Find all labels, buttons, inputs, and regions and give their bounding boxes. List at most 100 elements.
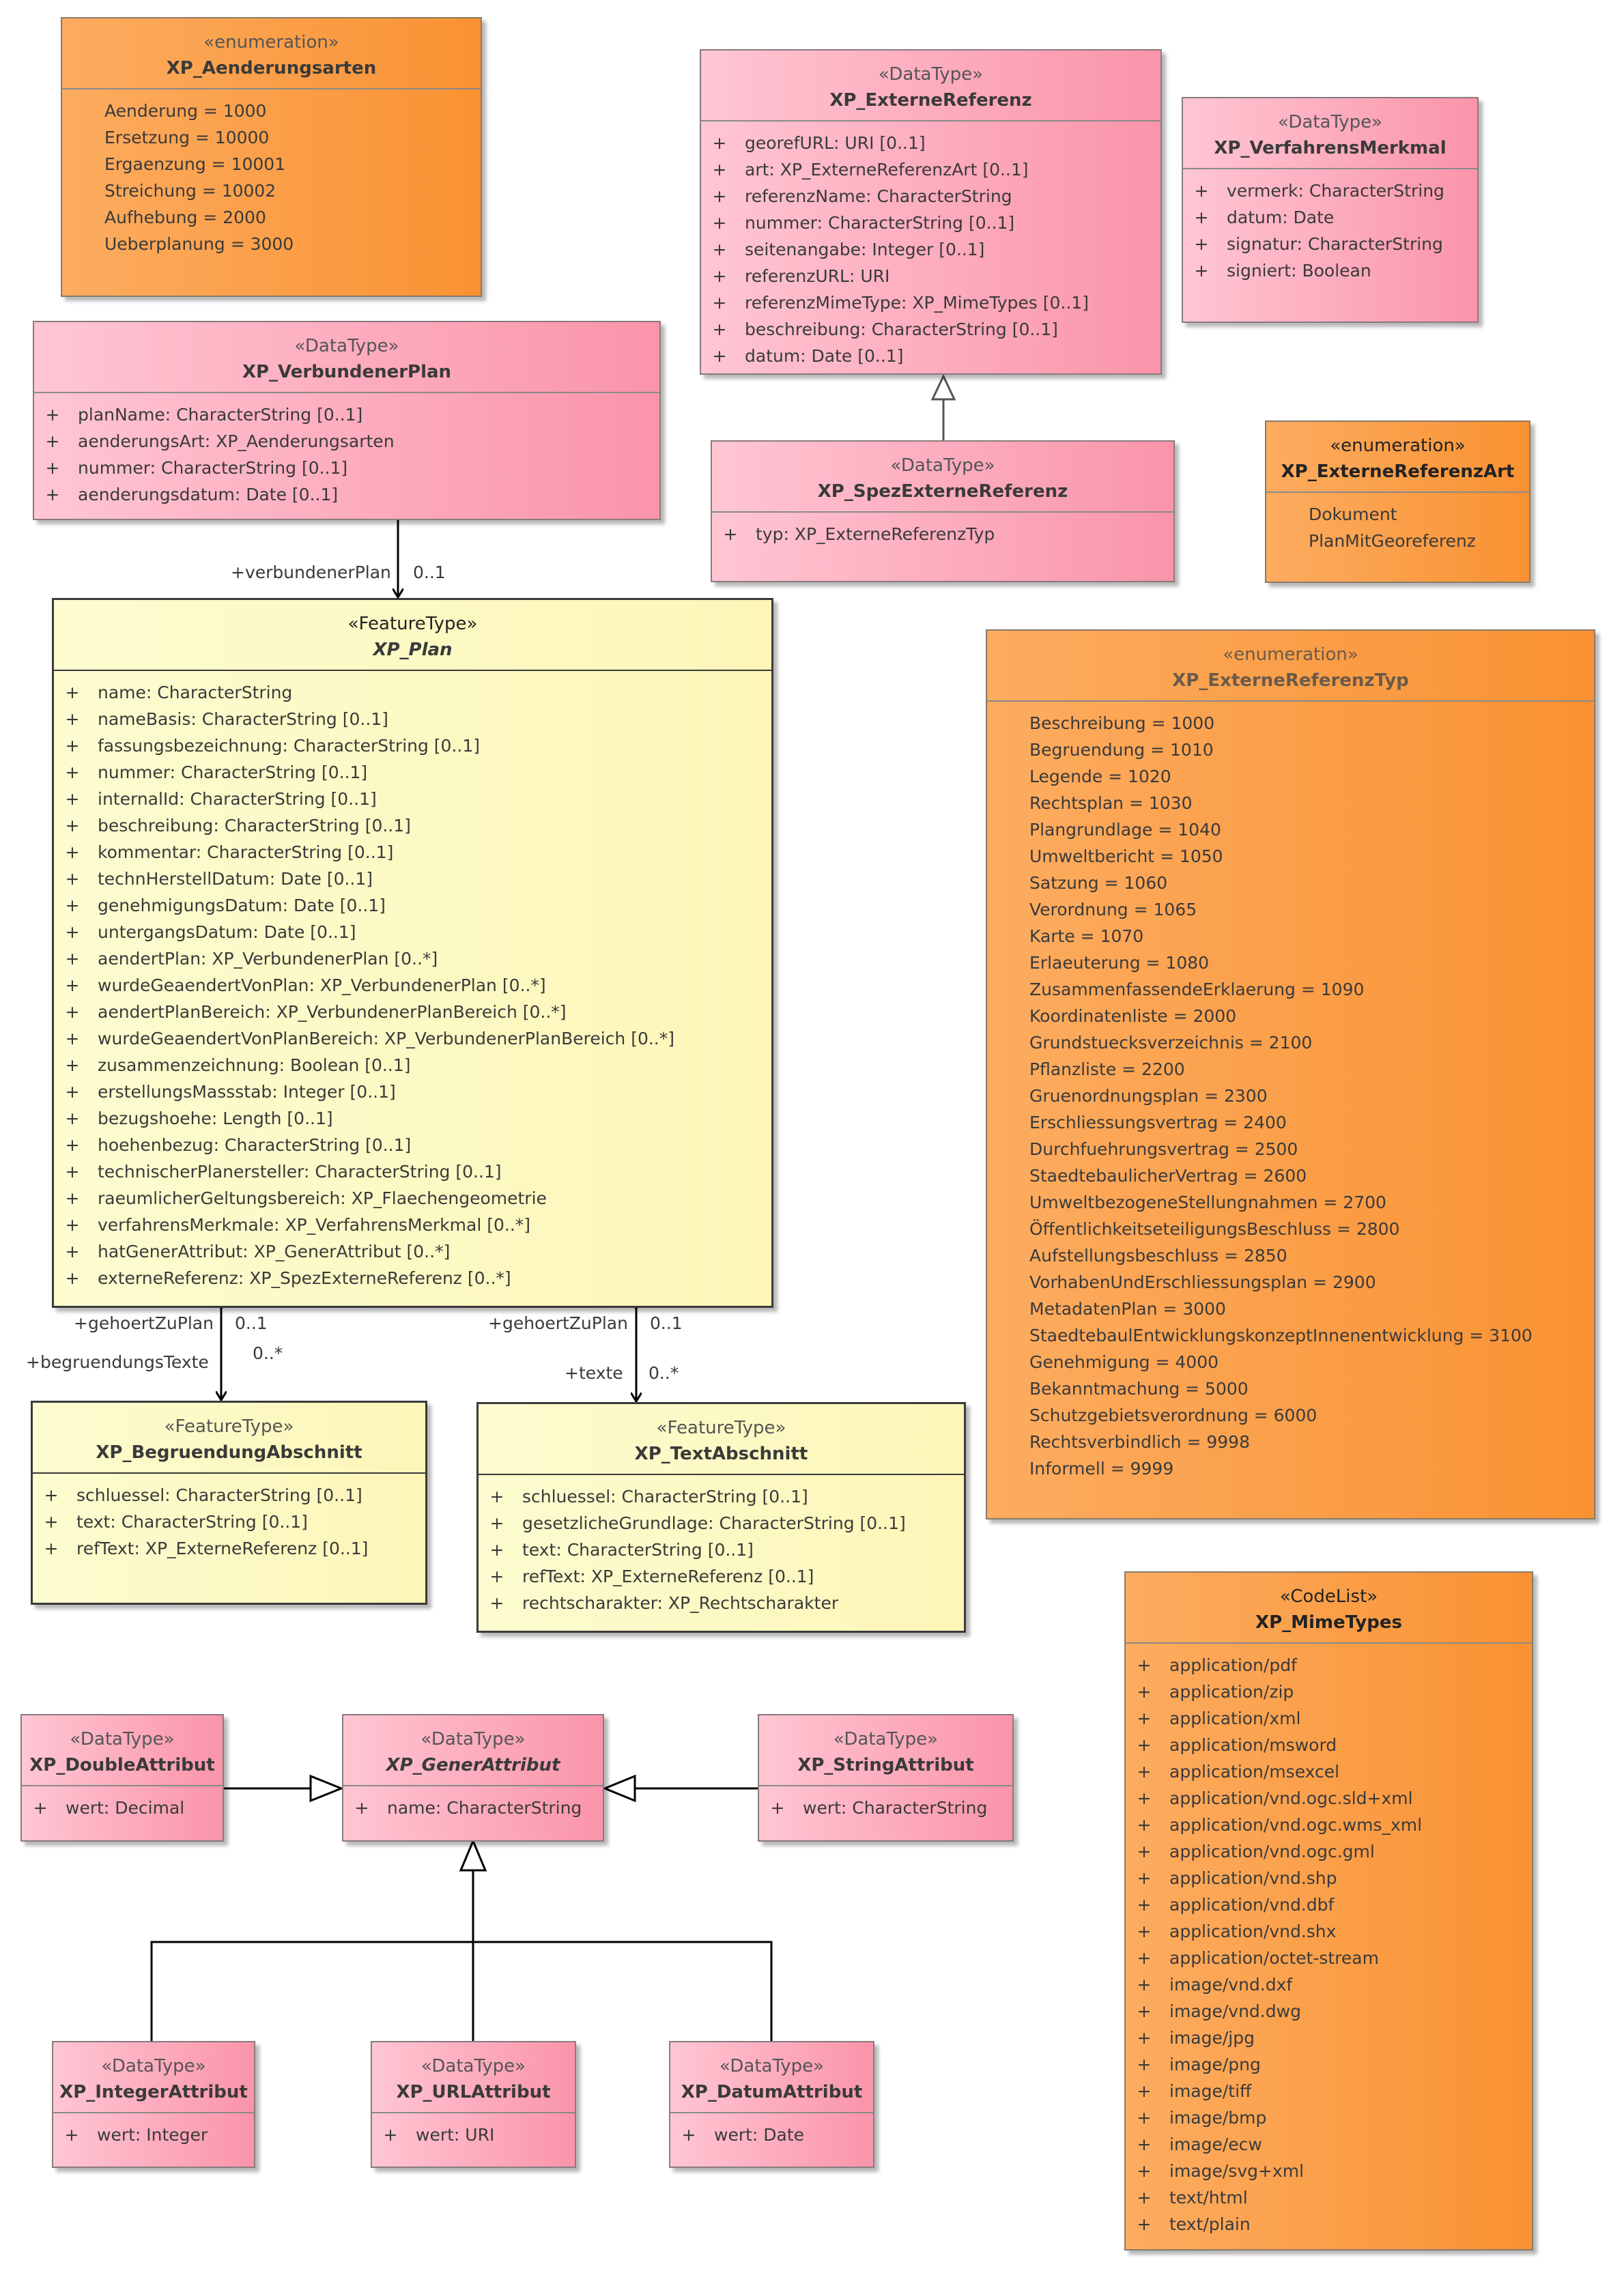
class-xp-spez-externe-referenz[interactable]: «DataType» XP_SpezExterneReferenz +typ: … bbox=[711, 440, 1175, 582]
attribute-row: +text/html bbox=[1126, 2184, 1532, 2211]
class-xp-externe-referenz-art[interactable]: «enumeration» XP_ExterneReferenzArt Doku… bbox=[1265, 420, 1530, 583]
attribute-row: + refText: XP_ExterneReferenz [0..1] bbox=[479, 1563, 964, 1590]
attribute-list: +vermerk: CharacterString +datum: Date +… bbox=[1183, 169, 1477, 288]
attribute-text: verfahrensMerkmale: XP_VerfahrensMerkmal… bbox=[98, 1215, 531, 1235]
class-header: «DataType» XP_VerbundenerPlan bbox=[34, 322, 659, 393]
stereotype: «DataType» bbox=[294, 336, 399, 356]
class-name: XP_ExterneReferenz bbox=[829, 90, 1032, 111]
attribute-text: wert: CharacterString bbox=[803, 1798, 988, 1818]
enum-literal: Pflanzliste = 2200 bbox=[1029, 1059, 1185, 1079]
attribute-row: +genehmigungsDatum: Date [0..1] bbox=[54, 892, 771, 919]
class-header: «DataType» XP_IntegerAttribut bbox=[53, 2042, 254, 2113]
attribute-row: +fassungsbezeichnung: CharacterString [0… bbox=[54, 732, 771, 759]
class-xp-datum-attribut[interactable]: «DataType» XP_DatumAttribut +wert: Date bbox=[669, 2041, 874, 2168]
class-xp-url-attribut[interactable]: «DataType» XP_URLAttribut +wert: URI bbox=[371, 2041, 576, 2168]
class-xp-aenderungsarten[interactable]: «enumeration» XP_Aenderungsarten Aenderu… bbox=[61, 17, 482, 297]
enum-literal: Ueberplanung = 3000 bbox=[104, 234, 294, 254]
attribute-text: hoehenbezug: CharacterString [0..1] bbox=[98, 1135, 412, 1155]
attribute-list: +wert: CharacterString bbox=[759, 1786, 1012, 1825]
visibility: + bbox=[65, 1268, 80, 1288]
attribute-row: +image/vnd.dwg bbox=[1126, 1998, 1532, 2025]
enum-literal: Erlaeuterung = 1080 bbox=[1029, 953, 1210, 973]
attribute-row: +wurdeGeaendertVonPlan: XP_VerbundenerPl… bbox=[54, 972, 771, 999]
role-label-verbundener-plan: +verbundenerPlan bbox=[231, 562, 391, 582]
visibility: + bbox=[1137, 2081, 1152, 2101]
attribute-text: genehmigungsDatum: Date [0..1] bbox=[98, 896, 386, 915]
attribute-text: datum: Date bbox=[1227, 208, 1335, 227]
visibility: + bbox=[1137, 2108, 1152, 2128]
attribute-text: aenderungsdatum: Date [0..1] bbox=[78, 485, 339, 504]
attribute-text: image/ecw bbox=[1169, 2134, 1262, 2154]
attribute-row: +application/vnd.dbf bbox=[1126, 1891, 1532, 1918]
class-xp-gener-attribut[interactable]: «DataType» XP_GenerAttribut +name: Chara… bbox=[342, 1714, 604, 1842]
class-xp-text-abschnitt[interactable]: «FeatureType» XP_TextAbschnitt +schluess… bbox=[476, 1402, 966, 1633]
visibility: + bbox=[489, 1567, 504, 1586]
attribute-list: +wert: Integer bbox=[53, 2113, 254, 2152]
attribute-text: nameBasis: CharacterString [0..1] bbox=[98, 709, 388, 729]
attribute-text: application/vnd.shp bbox=[1169, 1868, 1337, 1888]
attribute-text: beschreibung: CharacterString [0..1] bbox=[98, 816, 411, 835]
class-xp-mime-types[interactable]: «CodeList» XP_MimeTypes +application/pdf… bbox=[1124, 1571, 1533, 2251]
class-xp-verfahrens-merkmal[interactable]: «DataType» XP_VerfahrensMerkmal +vermerk… bbox=[1182, 97, 1479, 323]
attribute-row: +application/pdf bbox=[1126, 1652, 1532, 1679]
stereotype: «DataType» bbox=[878, 64, 984, 85]
visibility: + bbox=[65, 1188, 80, 1208]
visibility: + bbox=[1194, 181, 1209, 201]
attribute-text: name: CharacterString bbox=[387, 1798, 582, 1818]
class-xp-plan[interactable]: «FeatureType» XP_Plan +name: CharacterSt… bbox=[52, 598, 773, 1308]
class-name: XP_DatumAttribut bbox=[681, 2082, 863, 2102]
attribute-row: +application/vnd.shp bbox=[1126, 1865, 1532, 1891]
attribute-text: nummer: CharacterString [0..1] bbox=[745, 213, 1015, 233]
enum-literal: Plangrundlage = 1040 bbox=[1029, 820, 1221, 840]
stereotype: «DataType» bbox=[890, 455, 995, 476]
attribute-text: wurdeGeaendertVonPlan: XP_VerbundenerPla… bbox=[98, 975, 546, 995]
enum-literal: Bekanntmachung = 5000 bbox=[1029, 1379, 1249, 1399]
generalization-arrowhead bbox=[309, 1774, 345, 1803]
attribute-row: +internalId: CharacterString [0..1] bbox=[54, 786, 771, 812]
enum-literal: Genehmigung = 4000 bbox=[1029, 1352, 1219, 1372]
visibility: + bbox=[1194, 234, 1209, 254]
stereotype: «enumeration» bbox=[1330, 435, 1466, 456]
attribute-row: +art: XP_ExterneReferenzArt [0..1] bbox=[701, 156, 1160, 183]
class-xp-externe-referenz[interactable]: «DataType» XP_ExterneReferenz +georefURL… bbox=[700, 49, 1162, 375]
attribute-text: application/octet-stream bbox=[1169, 1948, 1379, 1968]
class-name: XP_SpezExterneReferenz bbox=[817, 481, 1068, 502]
class-header: «CodeList» XP_MimeTypes bbox=[1126, 1573, 1532, 1644]
visibility: + bbox=[64, 2125, 79, 2145]
class-xp-externe-referenz-typ[interactable]: «enumeration» XP_ExterneReferenzTyp Besc… bbox=[986, 629, 1595, 1519]
visibility: + bbox=[65, 709, 80, 729]
class-xp-begruendung-abschnitt[interactable]: «FeatureType» XP_BegruendungAbschnitt +s… bbox=[31, 1401, 427, 1605]
generalization-arrowhead bbox=[459, 1838, 487, 1872]
class-header: «FeatureType» XP_BegruendungAbschnitt bbox=[33, 1403, 425, 1474]
attribute-text: application/vnd.ogc.wms_xml bbox=[1169, 1815, 1423, 1835]
visibility: + bbox=[1137, 2188, 1152, 2208]
visibility: + bbox=[1137, 2214, 1152, 2234]
role-label-begruendungs-texte: +begruendungsTexte bbox=[26, 1352, 209, 1372]
attribute-text: image/png bbox=[1169, 2055, 1261, 2074]
attribute-text: application/vnd.ogc.gml bbox=[1169, 1842, 1375, 1861]
visibility: + bbox=[65, 683, 80, 702]
enum-literal: Legende = 1020 bbox=[1029, 767, 1171, 786]
visibility: + bbox=[681, 2125, 696, 2145]
class-xp-verbundener-plan[interactable]: «DataType» XP_VerbundenerPlan +planName:… bbox=[33, 321, 661, 520]
visibility: + bbox=[45, 405, 60, 425]
attribute-text: wert: Decimal bbox=[66, 1798, 185, 1818]
visibility: + bbox=[1137, 1842, 1152, 1861]
stereotype: «DataType» bbox=[421, 2056, 526, 2076]
class-header: «FeatureType» XP_Plan bbox=[54, 600, 771, 671]
enum-literal: Aufstellungsbeschluss = 2850 bbox=[1029, 1246, 1287, 1266]
multiplicity-begruendungs-texte: 0..* bbox=[253, 1343, 283, 1363]
class-xp-integer-attribut[interactable]: «DataType» XP_IntegerAttribut +wert: Int… bbox=[52, 2041, 255, 2168]
attribute-text: image/tiff bbox=[1169, 2081, 1252, 2101]
visibility: + bbox=[1137, 1735, 1152, 1755]
visibility: + bbox=[489, 1540, 504, 1560]
attribute-text: text: CharacterString [0..1] bbox=[76, 1512, 308, 1532]
attribute-list: +typ: XP_ExterneReferenzTyp bbox=[712, 513, 1173, 552]
attribute-row: +hatGenerAttribut: XP_GenerAttribut [0..… bbox=[54, 1238, 771, 1265]
class-xp-double-attribut[interactable]: «DataType» XP_DoubleAttribut +wert: Deci… bbox=[20, 1714, 224, 1842]
attribute-text: application/vnd.shx bbox=[1169, 1922, 1337, 1941]
attribute-text: refText: XP_ExterneReferenz [0..1] bbox=[76, 1539, 369, 1558]
class-xp-string-attribut[interactable]: «DataType» XP_StringAttribut +wert: Char… bbox=[758, 1714, 1014, 1842]
attribute-text: refText: XP_ExterneReferenz [0..1] bbox=[522, 1567, 814, 1586]
attribute-text: referenzURL: URI bbox=[745, 266, 890, 286]
